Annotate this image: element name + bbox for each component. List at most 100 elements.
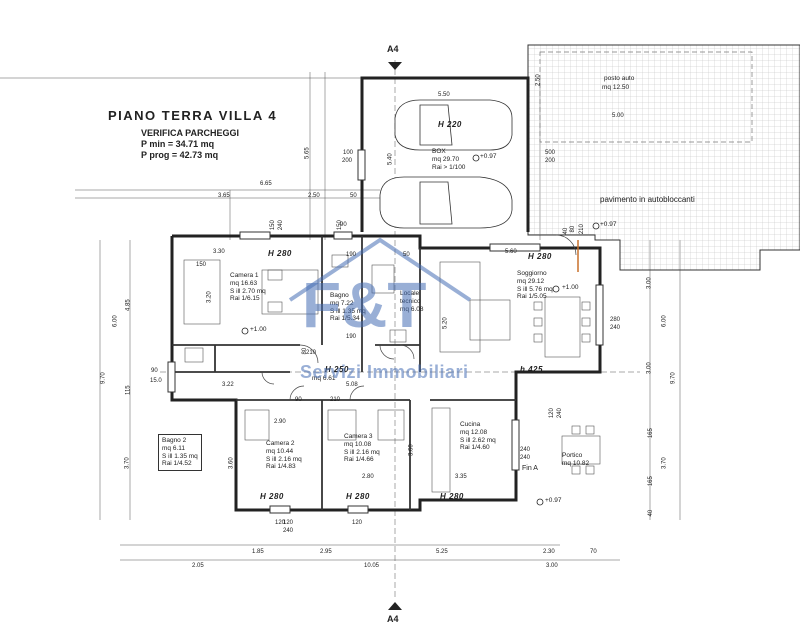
dim-inner: 150 — [269, 220, 276, 231]
dim-inner: 210 — [306, 350, 317, 356]
dim-top: 500 — [545, 150, 556, 156]
level-entry: +0.97 — [600, 221, 617, 228]
parking-pprog: P prog = 42.73 mq — [141, 150, 219, 160]
pavement-area — [527, 44, 800, 271]
dim-right: 3.00 — [646, 277, 653, 289]
dim-inner: 3.60 — [228, 457, 235, 469]
level-markers — [241, 154, 600, 506]
height-camera-1: H 280 — [268, 249, 292, 258]
dim-inner: 5.08 — [346, 382, 358, 388]
doors — [261, 234, 579, 401]
dim-left: 3.70 — [124, 457, 131, 469]
dim-top: 5.50 — [438, 92, 450, 98]
dim-inner: 120 — [283, 520, 294, 526]
dim-inner: 190 — [346, 252, 357, 258]
dim-inner: 3.22 — [222, 382, 234, 388]
dim-top: 6.65 — [260, 181, 272, 187]
dim-left: 15.0 — [150, 378, 162, 384]
dim-inner: 40 — [563, 227, 570, 235]
level-soggiorno: +1.00 — [562, 284, 579, 291]
posto-auto-label: posto auto — [604, 75, 635, 82]
dim-top: 2.50 — [535, 74, 542, 86]
dim-inner: 3.30 — [213, 249, 225, 255]
parking-heading: VERIFICA PARCHEGGI — [141, 128, 240, 138]
dim-inner: 210 — [330, 397, 341, 403]
dim-inner: 3.60 — [408, 444, 415, 456]
height-corridor: H 250 — [325, 365, 349, 374]
dim-inner: 150 — [336, 220, 343, 231]
dim-left: 6.00 — [112, 315, 119, 327]
dim-top: 2.50 — [308, 193, 320, 199]
furniture — [183, 254, 601, 493]
dim-bottom: 2.95 — [320, 549, 332, 555]
dim-top: 5.60 — [505, 249, 517, 255]
dim-inner: 50 — [403, 252, 410, 258]
dim-top: 3.65 — [218, 193, 230, 199]
fin-a-label: Fin A — [522, 465, 538, 472]
section-mark-top: A4 — [387, 44, 399, 54]
dim-inner: 240 — [277, 220, 284, 231]
dim-bottom: 5.25 — [436, 549, 448, 555]
plan-title: PIANO TERRA VILLA 4 — [108, 108, 278, 123]
dim-inner: 3.35 — [455, 474, 467, 480]
interior-walls — [172, 236, 516, 510]
dim-inner: 190 — [346, 334, 357, 340]
dim-top: 100 — [343, 150, 354, 156]
watermark-text: Servizi Immobiliari — [300, 362, 469, 382]
dim-inner: 2.80 — [362, 474, 374, 480]
dim-right: 9.70 — [670, 372, 677, 384]
posto-auto-area: mq 12.50 — [602, 84, 630, 91]
height-camera-2: H 280 — [260, 492, 284, 501]
dim-inner: 240 — [283, 528, 294, 534]
height-cucina: H 280 — [440, 492, 464, 501]
dim-inner: 5.20 — [442, 317, 449, 329]
room-corridoio: mq 6.61 — [312, 375, 336, 382]
dim-left: 115 — [125, 385, 132, 395]
dim-top: 5.40 — [387, 153, 394, 165]
dim-inner: 240 — [520, 447, 531, 453]
dim-bottom: 2.05 — [192, 563, 204, 569]
dim-left: 4.85 — [125, 299, 132, 311]
dim-right: 40 — [648, 509, 655, 517]
watermark-logo: F&T — [302, 269, 427, 341]
dim-left: 3.20 — [206, 291, 213, 303]
dim-right: 3.00 — [646, 362, 653, 374]
dim-inner: 240 — [520, 455, 531, 461]
level-portico: +0.97 — [545, 497, 562, 504]
dim-top: 5.65 — [304, 147, 311, 159]
dim-left: 90 — [151, 368, 158, 374]
dim-inner: 210 — [578, 224, 585, 235]
dim-bottom: 3.00 — [546, 563, 558, 569]
pavement-label: pavimento in autobloccanti — [600, 195, 695, 204]
dim-right: 165 — [647, 476, 654, 487]
height-living: h 425 — [520, 365, 543, 374]
dim-inner: 120 — [548, 408, 555, 419]
dim-right: 280 — [610, 317, 621, 323]
dim-top: 200 — [545, 158, 556, 164]
parking-pmin: P min = 34.71 mq — [141, 139, 215, 149]
height-soggiorno: H 280 — [528, 252, 552, 261]
watermark-house-shape — [288, 237, 472, 302]
dim-right: 240 — [610, 325, 621, 331]
dim-bottom: 2.30 — [543, 549, 555, 555]
dim-top: 5.00 — [612, 113, 624, 119]
section-arrows — [388, 62, 402, 610]
dim-inner: 90 — [295, 397, 302, 403]
dim-inner: 90 — [340, 222, 347, 228]
dim-bottom: 1.85 — [252, 549, 264, 555]
car-icons — [379, 99, 513, 229]
height-camera-3: H 280 — [346, 492, 370, 501]
level-box: +0.97 — [480, 153, 497, 160]
height-box: H 220 — [438, 120, 462, 129]
dim-inner: 120 — [352, 520, 363, 526]
dim-inner: 240 — [556, 408, 563, 419]
